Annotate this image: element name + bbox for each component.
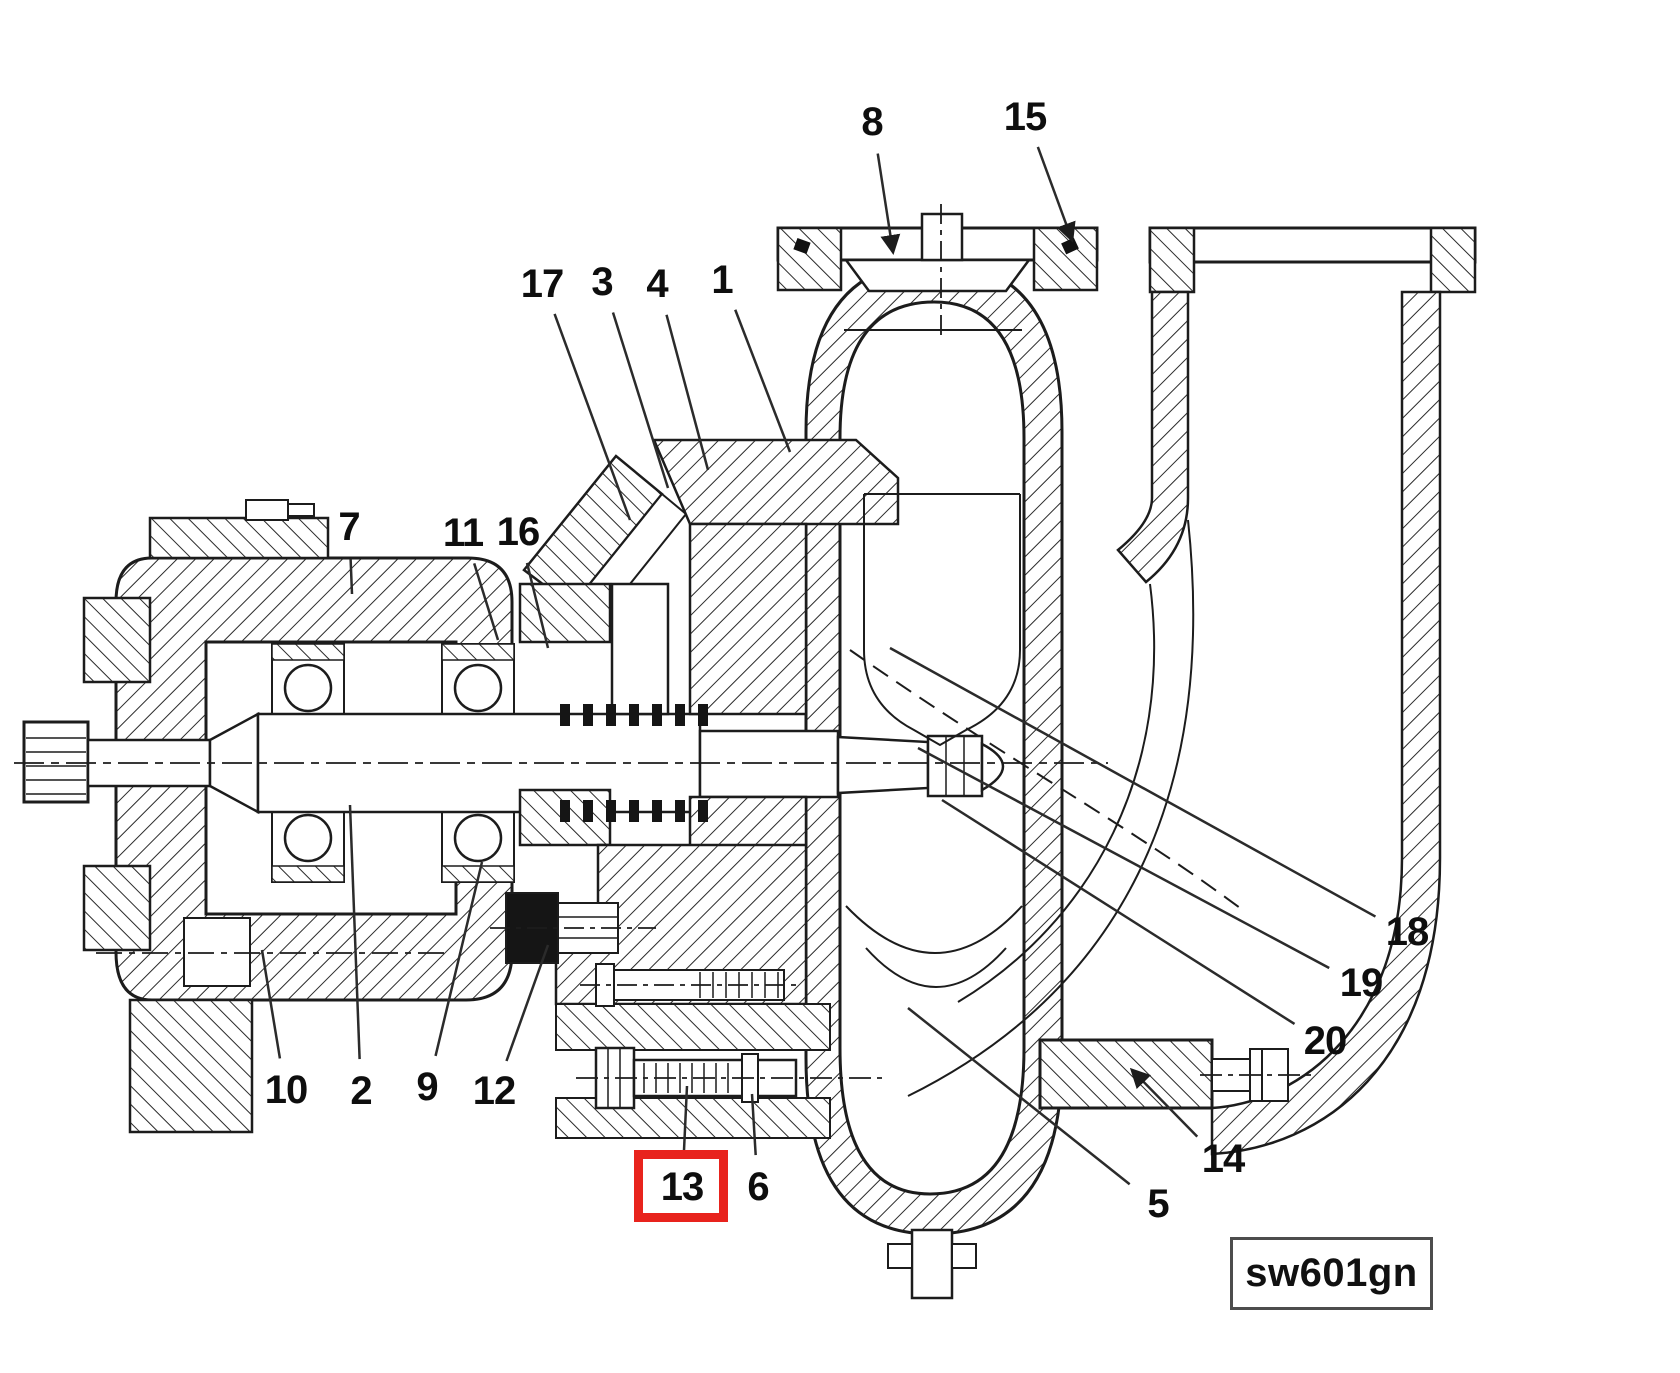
pump-shaft (14, 711, 1108, 815)
leader-line-6 (750, 1093, 757, 1156)
leader-line-10 (260, 949, 282, 1059)
leader-line-11 (472, 563, 500, 641)
leader-line-16 (525, 562, 550, 649)
casing-drain-boss (910, 1228, 954, 1300)
leader-line-3 (611, 312, 670, 489)
leader-line-9 (434, 861, 484, 1057)
leader-line-8 (876, 153, 901, 255)
elbow-flange (1038, 1038, 1214, 1110)
leader-line-18 (889, 646, 1377, 918)
coupling-hub (183, 917, 251, 987)
leader-line-4 (665, 314, 710, 471)
leader-line-19 (917, 746, 1330, 970)
impeller-nut (926, 734, 984, 798)
drawing-geometry (14, 146, 1477, 1300)
leader-line-17 (553, 313, 632, 521)
housing-foot (128, 998, 254, 1134)
leader-line-1 (734, 309, 792, 453)
leader-line-2 (348, 804, 361, 1060)
leader-line-5 (907, 1007, 1131, 1186)
callout-leader-lines (260, 146, 1377, 1186)
leader-line-14 (1129, 1067, 1199, 1138)
discharge-pipe (849, 226, 1477, 1156)
top-flange (776, 204, 1099, 336)
leader-line-12 (505, 944, 550, 1062)
leader-line-20 (941, 798, 1296, 1026)
drawing-code-box: sw601gn (1230, 1237, 1433, 1310)
highlight-box-part-13 (634, 1150, 728, 1222)
leader-line-7 (349, 558, 354, 595)
lower-flange-fasteners (490, 843, 884, 1139)
leader-line-15 (1036, 146, 1076, 243)
impeller-volute (845, 493, 1023, 1300)
drawing-code-text: sw601gn (1245, 1251, 1418, 1295)
leader-line-13 (682, 1085, 689, 1156)
